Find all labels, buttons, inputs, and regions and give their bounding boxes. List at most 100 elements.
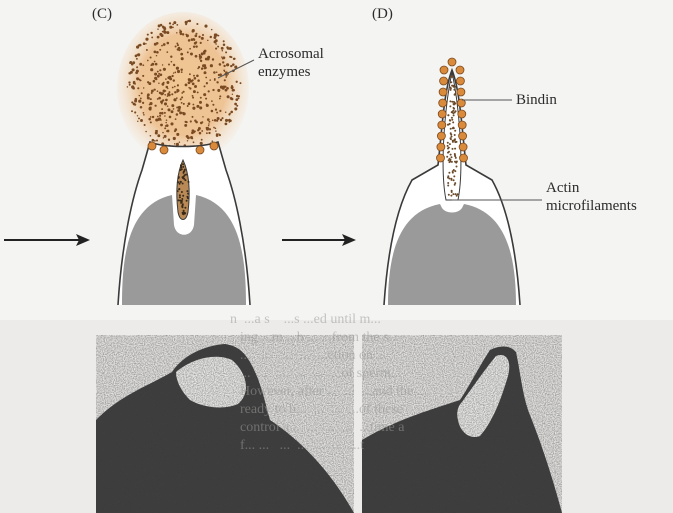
enzyme-dot	[152, 116, 154, 118]
enzyme-dot	[228, 121, 230, 123]
bindin-dot	[448, 58, 456, 66]
enzyme-dot	[140, 97, 142, 99]
enzyme-dot	[226, 46, 228, 48]
enzyme-dot	[148, 82, 151, 85]
panel-c	[117, 12, 250, 305]
enzyme-dot	[136, 66, 138, 68]
enzyme-dot	[178, 106, 181, 109]
enzyme-dot	[194, 77, 197, 80]
enzyme-dot	[182, 33, 184, 35]
actin-dot	[447, 182, 449, 184]
enzyme-dot	[229, 47, 232, 50]
enzyme-dot	[220, 119, 222, 121]
enzyme-dot	[150, 116, 152, 118]
enzyme-dot	[161, 124, 163, 126]
enzyme-dot	[188, 81, 191, 84]
enzyme-dot	[162, 132, 164, 134]
enzyme-dot	[207, 118, 210, 121]
actin-dot	[447, 148, 449, 150]
enzyme-dot	[142, 64, 144, 66]
actin-dot	[454, 138, 456, 140]
enzyme-dot	[219, 63, 222, 66]
enzyme-dot	[236, 81, 238, 83]
enzyme-dot	[154, 51, 157, 54]
enzyme-dot	[195, 55, 198, 58]
enzyme-dot	[170, 122, 173, 125]
enzyme-dot	[218, 35, 220, 37]
actin-dot	[180, 181, 182, 183]
enzyme-dot	[219, 98, 221, 100]
enzyme-dot	[230, 111, 233, 114]
enzyme-dot	[232, 94, 233, 95]
enzyme-dot	[193, 39, 195, 41]
enzyme-dot	[200, 97, 202, 99]
enzyme-dot	[195, 121, 198, 124]
enzyme-dot	[132, 61, 135, 64]
enzyme-dot	[177, 89, 180, 92]
enzyme-dot	[212, 104, 214, 106]
enzyme-dot	[222, 87, 225, 90]
enzyme-dot	[192, 107, 195, 110]
bindin-dot	[458, 110, 466, 118]
enzyme-dot	[154, 61, 156, 63]
actin-dot	[453, 108, 455, 110]
enzyme-dot	[192, 95, 194, 97]
enzyme-dot	[179, 109, 181, 111]
enzyme-dot	[153, 89, 155, 91]
bindin-dot	[440, 66, 448, 74]
bindin-dot	[439, 88, 447, 96]
enzyme-dot	[172, 87, 174, 89]
enzyme-dot	[209, 128, 211, 130]
enzyme-dot	[171, 93, 173, 95]
enzyme-dot	[154, 73, 157, 76]
actin-dot	[452, 121, 454, 123]
bindin-dot	[457, 88, 465, 96]
enzyme-dot	[173, 98, 176, 101]
enzyme-dot	[153, 80, 156, 83]
actin-dot	[452, 193, 454, 195]
enzyme-dot	[223, 56, 226, 59]
enzyme-dot	[177, 44, 179, 46]
enzyme-dot	[158, 97, 161, 100]
actin-dot	[449, 143, 451, 145]
enzyme-dot	[229, 56, 231, 58]
actin-dot	[182, 183, 184, 185]
actin-dot	[181, 191, 183, 193]
actin-dot	[450, 134, 452, 136]
enzyme-dot	[219, 110, 221, 112]
enzyme-dot	[143, 42, 146, 45]
enzyme-dot	[185, 121, 187, 123]
enzyme-dot	[199, 54, 201, 56]
enzyme-dot	[190, 53, 192, 55]
enzyme-dot	[167, 105, 169, 107]
enzyme-dot	[165, 99, 168, 102]
enzyme-dot	[217, 117, 220, 120]
enzyme-dot	[169, 116, 172, 119]
enzyme-dot	[149, 108, 151, 110]
enzyme-dot	[179, 111, 182, 114]
enzyme-dot	[181, 96, 183, 98]
enzyme-dot	[213, 71, 216, 74]
enzyme-dot	[204, 25, 207, 28]
enzyme-dot	[196, 23, 198, 25]
enzyme-dot	[219, 134, 221, 136]
enzyme-dot	[205, 77, 207, 79]
actin-dot	[453, 89, 455, 91]
enzyme-dot	[146, 49, 148, 51]
enzyme-dot	[192, 104, 194, 106]
enzyme-dot	[203, 53, 205, 55]
enzyme-dot	[233, 58, 235, 60]
enzyme-dot	[226, 87, 229, 90]
enzyme-dot	[154, 140, 156, 142]
enzyme-dot	[177, 70, 180, 73]
actin-dot	[184, 179, 186, 181]
enzyme-dot	[136, 70, 139, 73]
enzyme-dot	[234, 107, 237, 110]
enzyme-dot	[155, 63, 158, 66]
enzyme-dot	[223, 65, 225, 67]
enzyme-dot	[200, 60, 202, 62]
enzyme-dot	[168, 91, 170, 93]
enzyme-dot	[230, 65, 232, 67]
enzyme-dot	[219, 95, 221, 97]
enzyme-dot	[236, 105, 238, 107]
